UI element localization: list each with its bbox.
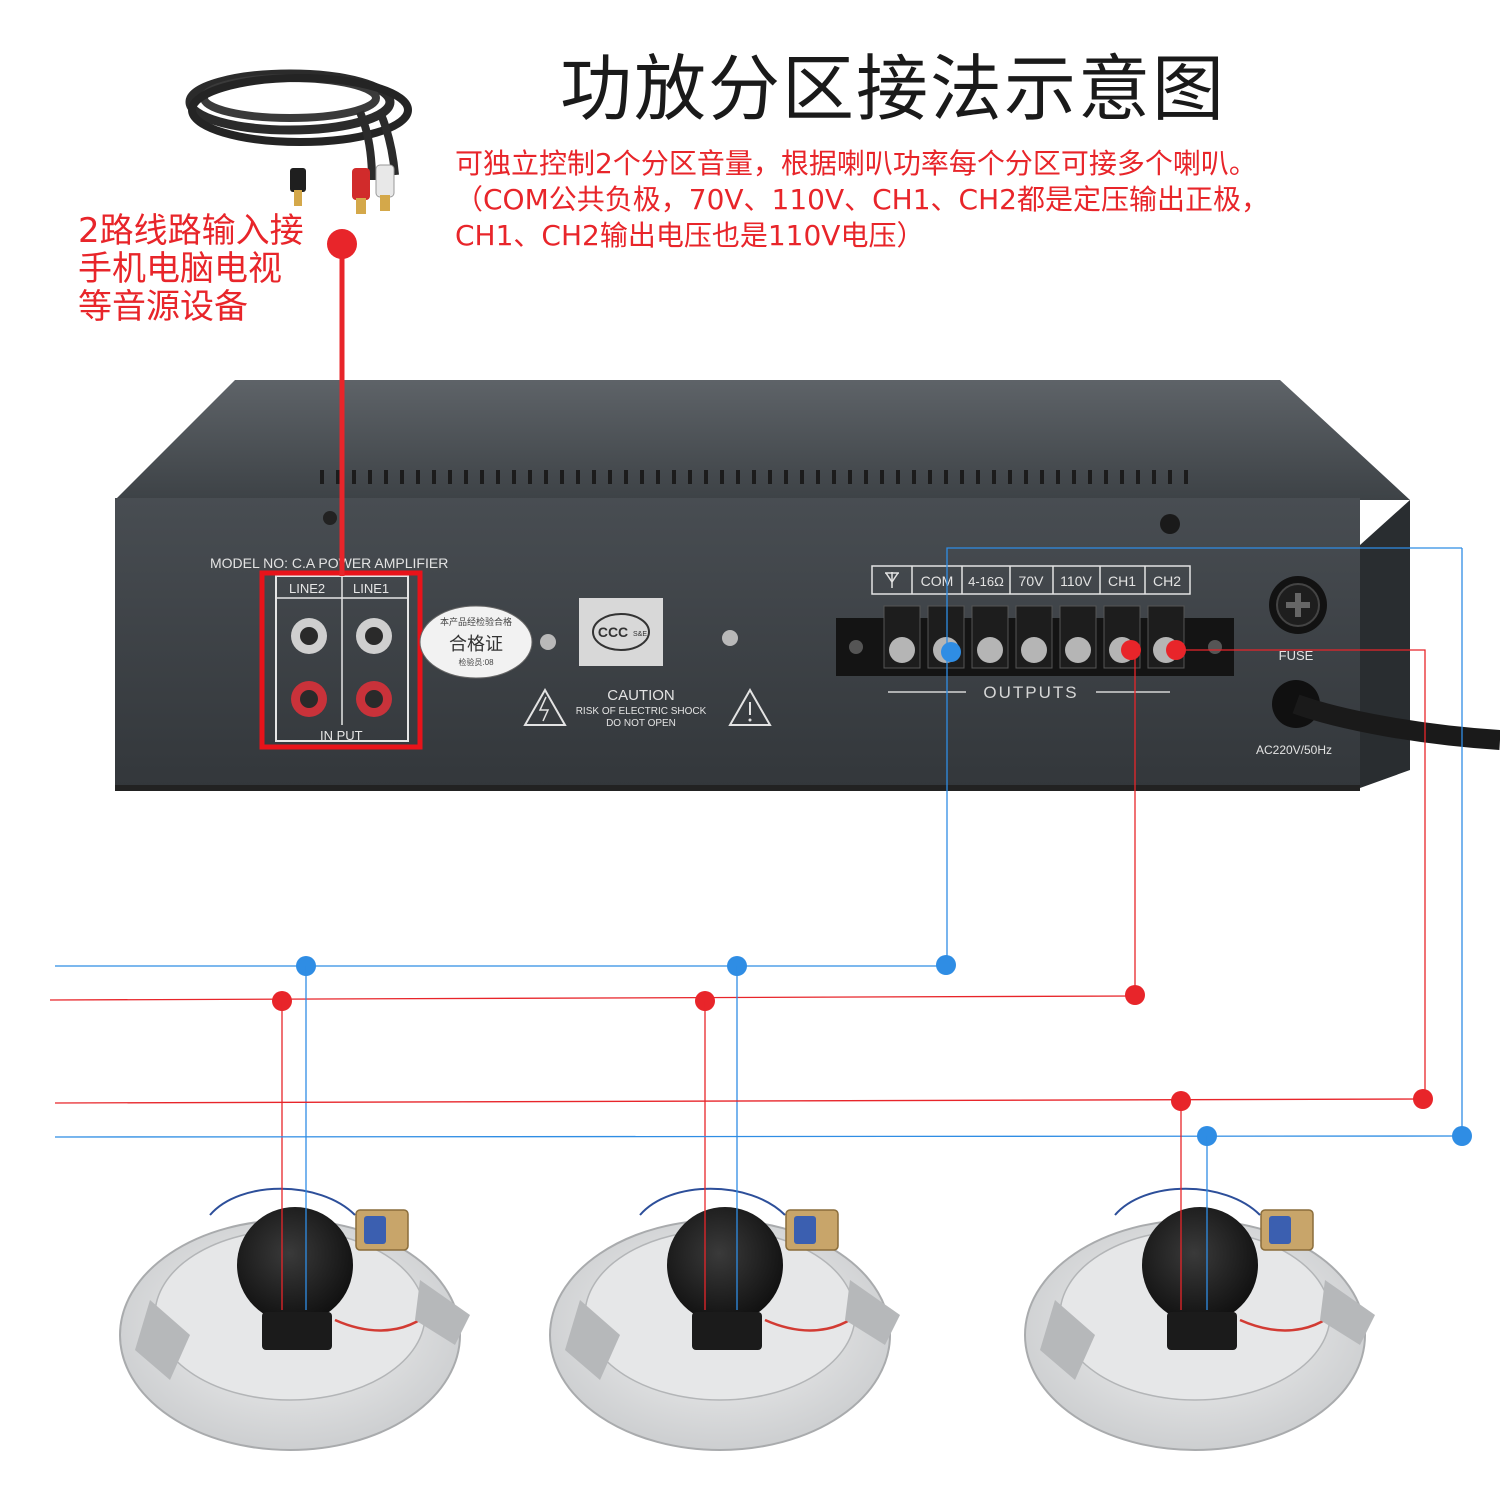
terminal-label-com: COM (921, 573, 954, 589)
ceiling-speaker (549, 1187, 900, 1451)
terminal-screw-icon (1021, 637, 1047, 663)
terminal-screw-icon (889, 637, 915, 663)
model-label: MODEL NO: C.A POWER AMPLIFIER (210, 555, 448, 571)
screw-icon (1160, 514, 1180, 534)
input-label-line-2: 手机电脑电视 (78, 249, 282, 289)
terminal-block: OUTPUTS (836, 605, 1234, 702)
caution-label: CAUTION RISK OF ELECTRIC SHOCK DO NOT OP… (523, 687, 772, 729)
screw-icon (540, 634, 556, 650)
terminal-label-70v: 70V (1019, 573, 1045, 589)
exclamation-warning-icon (728, 687, 772, 726)
zone2-wiring (54, 548, 1472, 1310)
terminal-label-impedance: 4-16Ω (968, 574, 1004, 589)
screw-icon (323, 511, 337, 525)
terminal-label-110v: 110V (1060, 573, 1092, 589)
terminal-screw-icon (977, 637, 1003, 663)
com-junction-node (936, 955, 956, 975)
caution-line-2: DO NOT OPEN (606, 718, 676, 729)
input-label-line-1: 2路线路输入接 (78, 211, 304, 251)
ceiling-speaker (1024, 1187, 1375, 1451)
note-line-2: （COM公共负极，70V、110V、CH1、CH2都是定压输出正极， (455, 183, 1269, 216)
outputs-label: OUTPUTS (983, 683, 1078, 702)
caution-title: CAUTION (607, 687, 675, 704)
input-label: IN PUT (320, 728, 363, 743)
note-line-3: CH1、CH2输出电压也是110V电压） (455, 219, 925, 252)
antenna-ground-icon (885, 572, 899, 588)
ch1-terminal-node (1121, 640, 1141, 660)
cert-top-text: 本产品经检验合格 (440, 616, 512, 627)
ccc-sticker: CCC S&E (579, 598, 663, 666)
certificate-sticker: 本产品经检验合格 合格证 检验员:08 (419, 605, 533, 679)
diagram-title: 功放分区接法示意图 (560, 47, 1227, 131)
ceiling-speaker (119, 1187, 470, 1451)
ch2-junction-node (1413, 1089, 1433, 1109)
ch1-junction-node (1125, 985, 1145, 1005)
lightning-warning-icon (523, 687, 567, 726)
line1-label: LINE1 (353, 581, 389, 596)
zone1-wiring (49, 547, 1462, 1310)
terminal-label-ch2: CH2 (1153, 573, 1181, 589)
input-pointer (327, 229, 357, 576)
vent-slots (320, 470, 1188, 484)
terminal-label-ch1: CH1 (1108, 573, 1136, 589)
ccc-sub-mark: S&E (633, 631, 647, 638)
input-label-line-3: 等音源设备 (78, 287, 248, 327)
rca-cable-image (185, 69, 412, 214)
caution-line-1: RISK OF ELECTRIC SHOCK (576, 706, 707, 717)
com2-junction-node (1452, 1126, 1472, 1146)
ch2-terminal-node (1166, 640, 1186, 660)
fuse-holder[interactable] (1269, 576, 1327, 634)
line2-label: LINE2 (289, 581, 325, 596)
cert-sub-text: 检验员:08 (458, 657, 494, 667)
power-label: AC220V/50Hz (1256, 743, 1332, 757)
terminal-screw-icon (1065, 637, 1091, 663)
terminal-header: COM 4-16Ω 70V 110V CH1 CH2 (871, 565, 1191, 595)
power-cord (1272, 680, 1500, 750)
input-panel: LINE2 LINE1 IN PUT (275, 575, 409, 743)
ccc-mark: CCC (598, 624, 628, 640)
cert-main-text: 合格证 (449, 634, 503, 654)
com-terminal-node (941, 642, 961, 662)
screw-icon (722, 630, 738, 646)
note-line-1: 可独立控制2个分区音量，根据喇叭功率每个分区可接多个喇叭。 (455, 147, 1257, 180)
fuse-label: FUSE (1279, 648, 1314, 663)
